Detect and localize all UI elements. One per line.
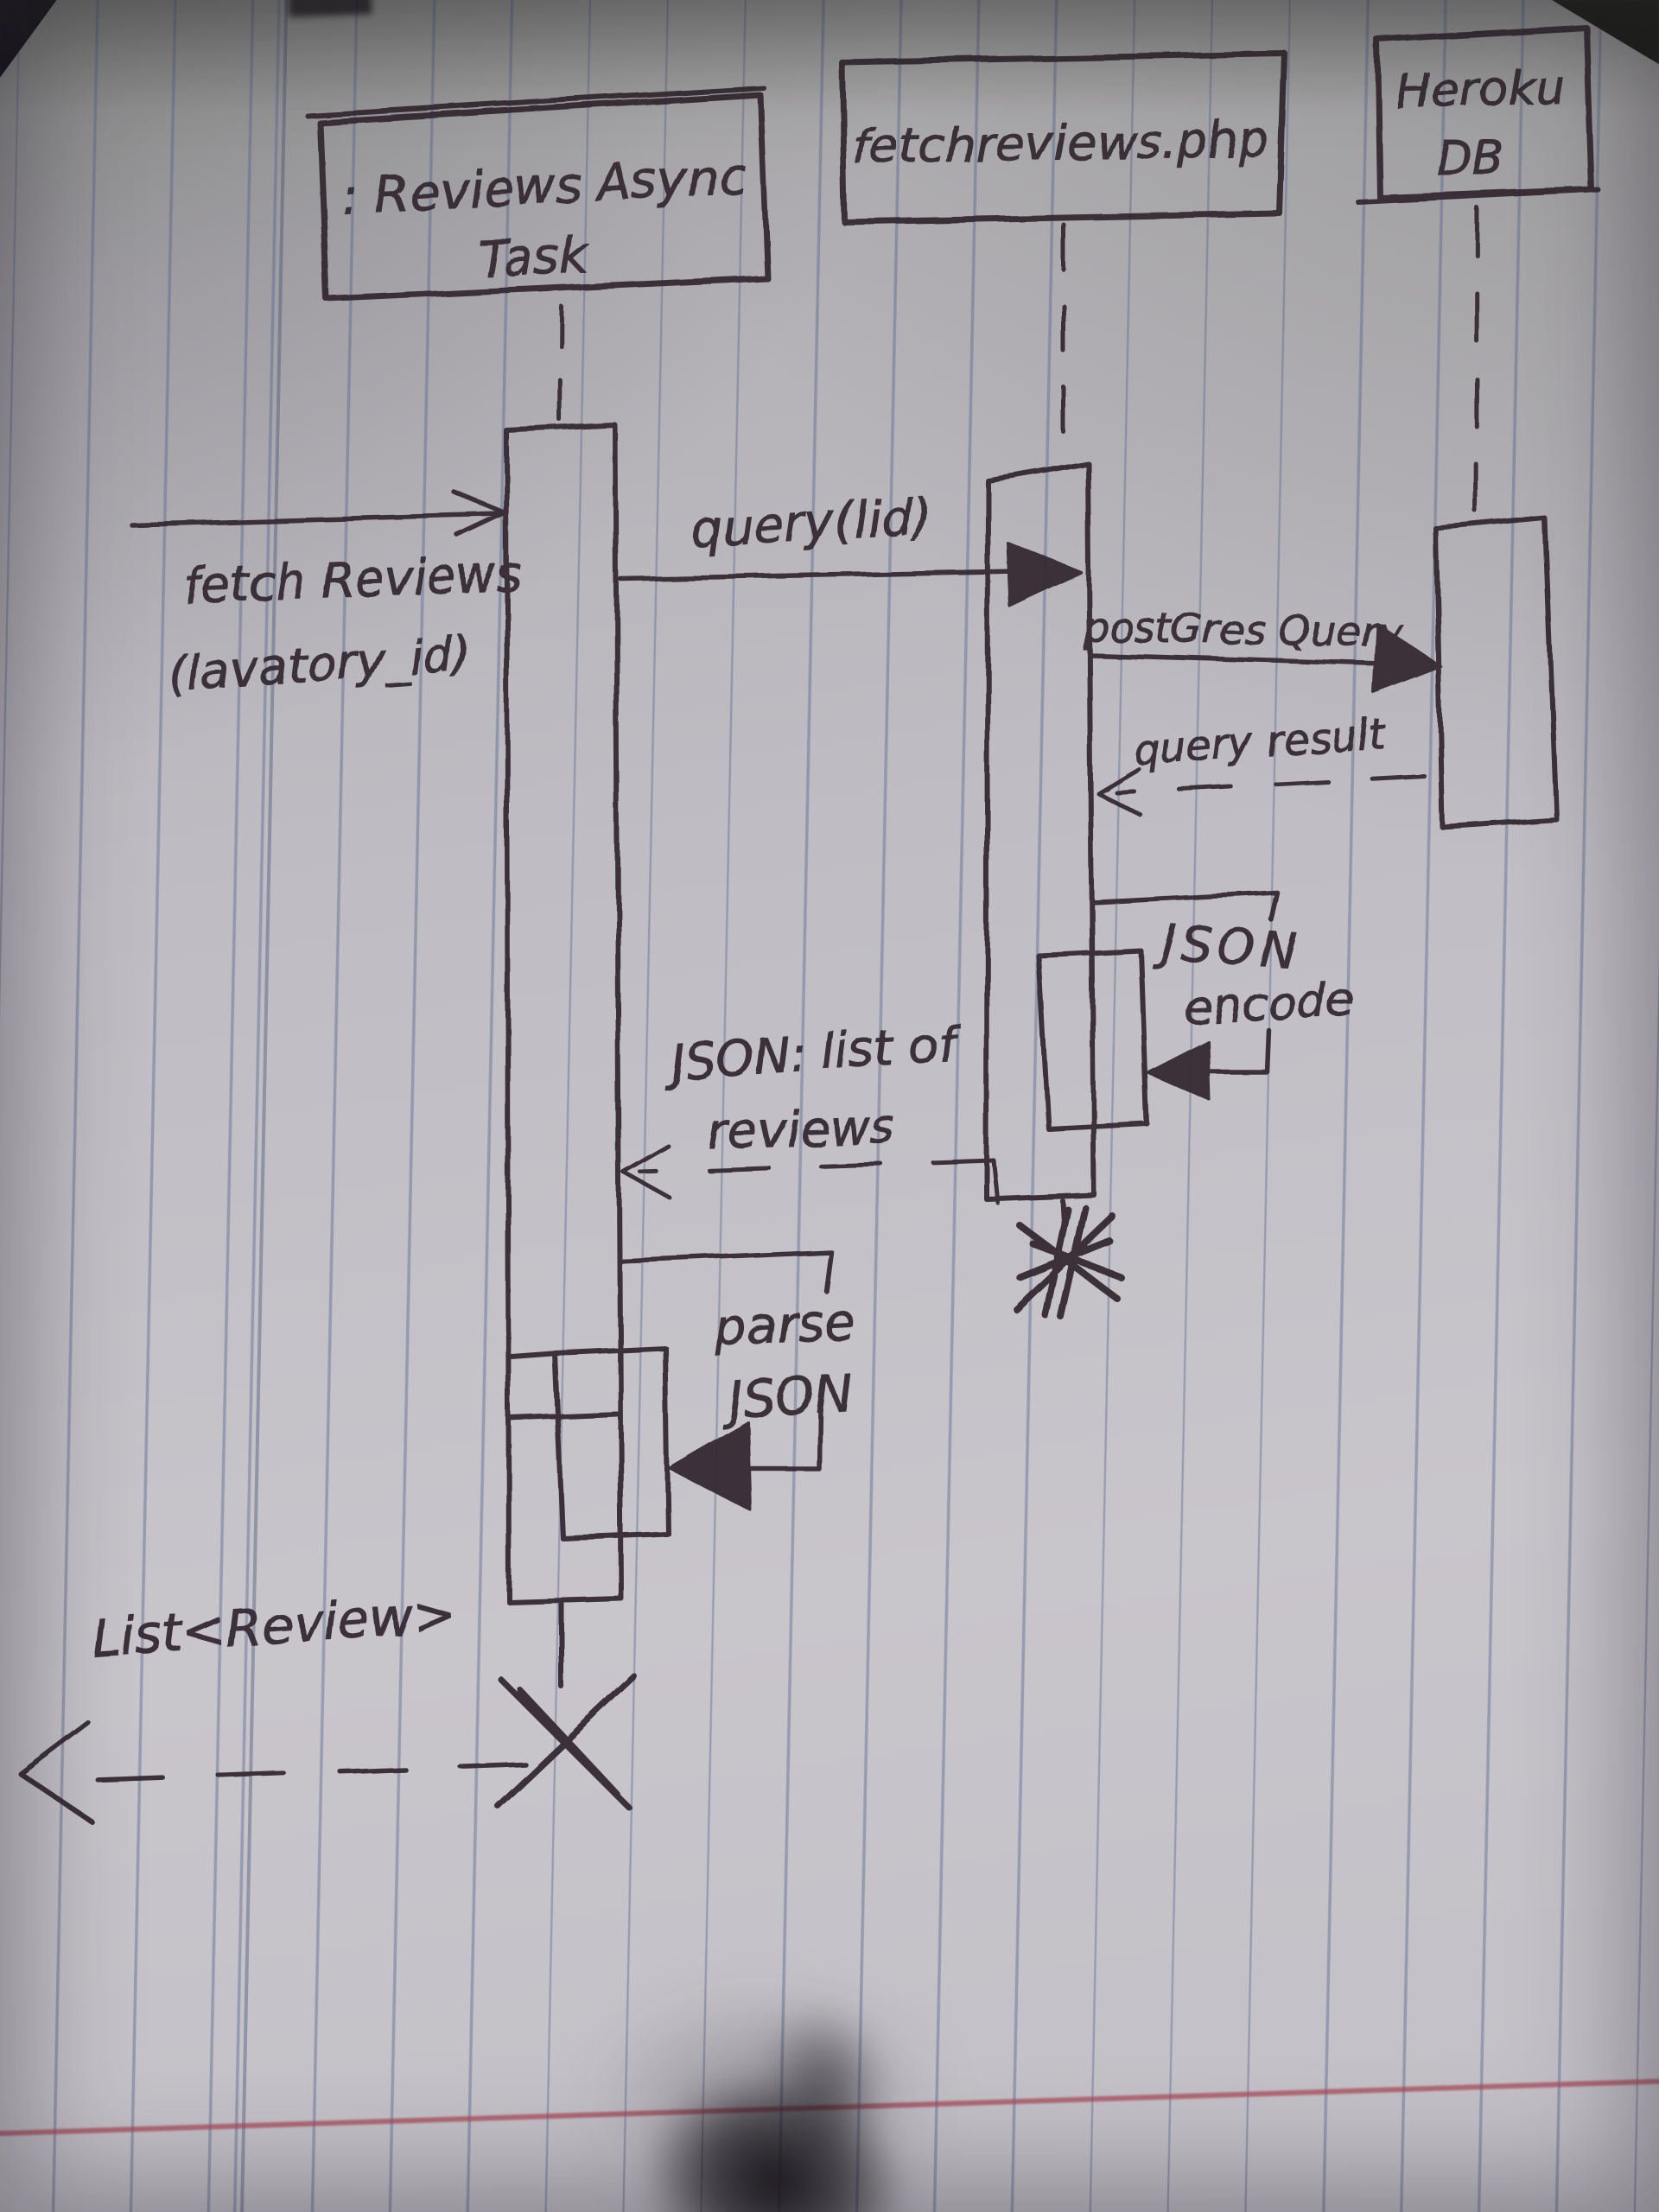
message-line-json-list — [639, 1158, 996, 1175]
message-label-parse-json-line1: parse — [711, 1291, 855, 1357]
participant-label-reviews-async-task-line2: Task — [477, 226, 592, 289]
message-label-json-encode-line2: encode — [1183, 972, 1357, 1035]
activation-reviews-async-task-nested — [552, 1345, 671, 1541]
lifeline-reviews-async-task — [557, 303, 563, 428]
participant-label-reviews-async-task-line1: : Reviews Async — [340, 146, 747, 226]
message-line-query-lid — [618, 568, 1065, 582]
message-label-json-list-line2: reviews — [707, 1098, 895, 1160]
message-label-query-lid: query(lid) — [688, 487, 934, 559]
arrowhead-open-json-list — [621, 1144, 673, 1201]
message-label-fetch-reviews-line1: fetch Reviews — [181, 546, 522, 614]
arrowhead-open-fetch-reviews — [452, 490, 508, 538]
message-label-postgres-query: postGres Query — [1083, 604, 1404, 657]
message-label-list-review: List<Review> — [90, 1583, 458, 1669]
lifeline-heroku-db — [1473, 205, 1479, 526]
selfcall-parse-json-back — [747, 1404, 823, 1471]
arrowhead-filled-parse-json — [668, 1421, 753, 1512]
message-line-list-review — [92, 1762, 528, 1783]
selfcall-parse-json-out — [618, 1249, 834, 1294]
message-hook-json-list — [991, 1158, 1001, 1205]
message-label-json-encode-line1: JSON — [1151, 914, 1303, 981]
sketch-overstroke-box3-bottom — [1356, 188, 1601, 205]
participant-box-fetchreviews-php — [838, 50, 1288, 226]
activation-heroku-db — [1433, 516, 1559, 830]
message-line-fetch-reviews — [129, 512, 505, 527]
photo-edge-shadow-top — [288, 0, 372, 17]
participant-label-fetchreviews-php: fetchreviews.php — [852, 112, 1269, 175]
participant-label-heroku-db-line2: DB — [1437, 131, 1505, 186]
arrowhead-filled-postgres-query — [1372, 622, 1443, 695]
message-line-query-result — [1114, 773, 1427, 795]
message-label-json-list-line1: JSON: list of — [661, 1015, 963, 1092]
message-label-fetch-reviews-line2: (lavatory_id) — [167, 626, 474, 703]
arrowhead-open-query-result — [1096, 766, 1144, 818]
arrowhead-filled-json-encode — [1146, 1039, 1211, 1102]
arrowhead-filled-query-lid — [1006, 541, 1084, 608]
arrowhead-open-list-review — [18, 1720, 94, 1824]
selfcall-json-encode-out — [1089, 890, 1280, 922]
sketch-overstroke-nested-top — [509, 1351, 561, 1359]
participant-box-reviews-async-task — [316, 92, 771, 302]
sketch-overstroke-box1-top — [305, 86, 766, 118]
activation-reviews-async-task — [504, 423, 624, 1605]
message-label-query-result: query result — [1132, 709, 1388, 775]
message-line-postgres-query — [1089, 652, 1427, 668]
termination-x-reviews-async-task — [494, 1673, 638, 1813]
activation-fetchreviews-php — [984, 461, 1096, 1202]
sketch-overstroke-nested-mid — [506, 1411, 620, 1421]
participant-label-heroku-db-line1: Heroku — [1395, 60, 1566, 120]
termination-x-fetchreviews-php — [1013, 1205, 1123, 1320]
activation-fetchreviews-php-nested — [1036, 948, 1149, 1131]
message-label-parse-json-line2: JSON — [718, 1363, 854, 1431]
